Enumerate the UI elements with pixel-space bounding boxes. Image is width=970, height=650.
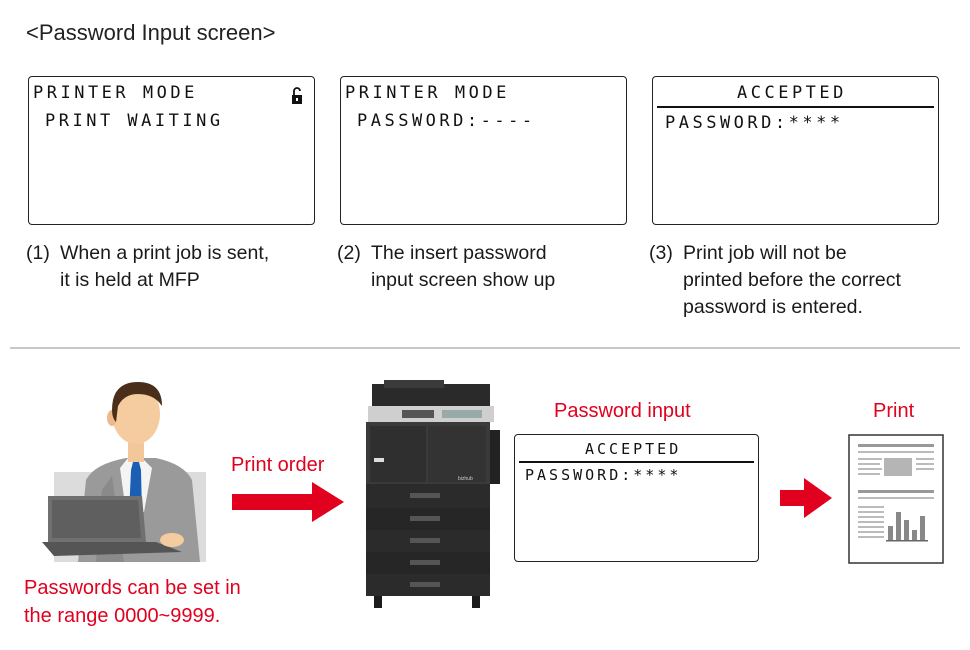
lcd-header-rule (519, 461, 754, 463)
password-input-label: Password input (554, 400, 691, 422)
lcd-line-2: PASSWORD:**** (665, 113, 844, 133)
lcd-line-1: PRINTER MODE (345, 83, 510, 103)
arrow-right-icon (780, 478, 832, 518)
mfp-printer-illustration: bizhub (366, 380, 500, 608)
lcd-screen-print-waiting: PRINTER MODE PRINT WAITING (28, 76, 315, 225)
lcd-line-1: ACCEPTED (737, 83, 847, 103)
caption-1: (1) When a print job is sent, it is held … (26, 240, 269, 294)
caption-number: (2) (337, 242, 361, 264)
caption-number: (1) (26, 242, 50, 264)
lcd-screen-accepted-flow: ACCEPTED PASSWORD:**** (514, 434, 759, 562)
lcd-screen-accepted: ACCEPTED PASSWORD:**** (652, 76, 939, 225)
user-at-laptop-illustration (42, 382, 206, 562)
lock-icon (292, 87, 302, 104)
caption-2: (2) The insert password input screen show… (337, 240, 555, 294)
caption-3: (3) Print job will not be printed before … (649, 240, 901, 321)
section-divider (10, 347, 960, 349)
caption-line: it is held at MFP (60, 269, 200, 291)
password-range-note: Passwords can be set in the range 0000~9… (24, 574, 241, 630)
caption-line: When a print job is sent, (60, 242, 270, 264)
print-label: Print (873, 400, 915, 422)
caption-line: printed before the correct (683, 269, 901, 291)
caption-line: Print job will not be (683, 242, 847, 264)
caption-line: input screen show up (371, 269, 556, 291)
print-order-label: Print order (231, 454, 325, 476)
lcd-line-1: PRINTER MODE (33, 83, 198, 103)
note-line: Passwords can be set in (24, 577, 241, 599)
lcd-line-2: PASSWORD:---- (357, 111, 536, 131)
note-line: the range 0000~9999. (24, 605, 221, 627)
caption-line: The insert password (371, 242, 547, 264)
lcd-line-1: ACCEPTED (585, 440, 682, 458)
lcd-header-rule (657, 106, 934, 108)
mfp-model-text: bizhub (458, 476, 473, 482)
lcd-screen-password-entry: PRINTER MODE PASSWORD:---- (340, 76, 627, 225)
lcd-line-2: PRINT WAITING (45, 111, 224, 131)
arrow-right-icon (232, 482, 344, 522)
caption-number: (3) (649, 242, 673, 264)
lcd-line-2: PASSWORD:**** (525, 466, 682, 484)
caption-line: password is entered. (683, 296, 863, 318)
printed-document-icon (848, 434, 944, 564)
page-title: <Password Input screen> (26, 20, 276, 45)
